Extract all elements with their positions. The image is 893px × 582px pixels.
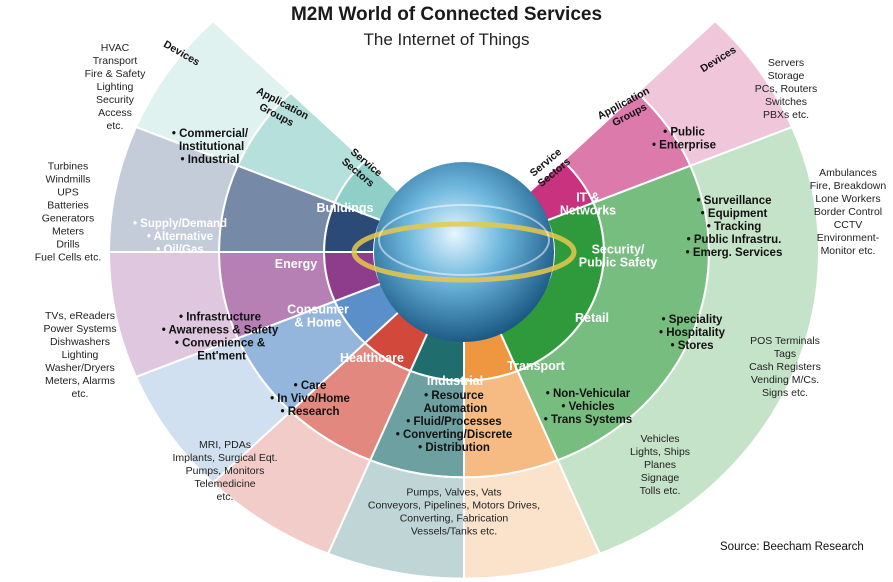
source-note: Source: Beecham Research xyxy=(720,541,864,553)
consumer-sector-label: Consumer& Home xyxy=(287,303,349,330)
security-sector-label: Security/Public Safety xyxy=(579,243,658,270)
globe-orbit-ring xyxy=(351,221,577,283)
consumer-application-groups: • Infrastructure• Awareness & Safety• Co… xyxy=(162,312,279,363)
it-application-groups: • Public• Enterprise xyxy=(652,127,716,152)
wedges-layer xyxy=(107,19,820,580)
transport-sector-label: Transport xyxy=(507,359,565,373)
globe-highlight xyxy=(378,204,550,276)
buildings-application-groups: • Commercial/ Institutional• Industrial xyxy=(172,128,249,166)
industrial-devices-wedge xyxy=(211,410,372,556)
retail-sector-label: Retail xyxy=(575,311,609,325)
globe-sphere xyxy=(374,162,554,342)
energy-devices-wedge xyxy=(107,125,239,253)
energy-application-groups: • Supply/Demand• Alternative• Oil/Gas xyxy=(133,218,227,256)
healthcare-application-groups: • Care• In Vivo/Home• Research xyxy=(270,380,350,418)
industrial-application-groups: • Resource Automation• Fluid/Processes• … xyxy=(396,390,513,454)
page-title: M2M World of Connected Services xyxy=(290,4,603,25)
retail-devices-wedge xyxy=(463,458,602,580)
page-subtitle: The Internet of Things xyxy=(363,30,530,49)
globe xyxy=(351,162,577,342)
healthcare-sector-label: Healthcare xyxy=(340,351,404,365)
security-application-groups: • Surveillance• Equipment• Tracking• Pub… xyxy=(686,195,783,259)
it-devices-wedge xyxy=(635,19,794,168)
it-sector-label: IT &Networks xyxy=(560,191,616,218)
buildings-devices-wedge xyxy=(134,19,293,168)
industrial-sector-label: Industrial xyxy=(427,374,483,388)
labels-layer: Buildings • Commercial/ Institutional• In… xyxy=(35,42,887,538)
transport-application-groups: • Non-Vehicular• Vehicles• Trans Systems xyxy=(544,388,632,426)
transport-devices-wedge xyxy=(326,458,465,580)
consumer-devices-wedge xyxy=(107,251,239,379)
security-devices-wedge xyxy=(556,125,820,556)
energy-sector-label: Energy xyxy=(275,257,317,271)
buildings-sector-label: Buildings xyxy=(317,201,374,215)
retail-application-groups: • Speciality• Hospitality• Stores xyxy=(659,314,726,352)
